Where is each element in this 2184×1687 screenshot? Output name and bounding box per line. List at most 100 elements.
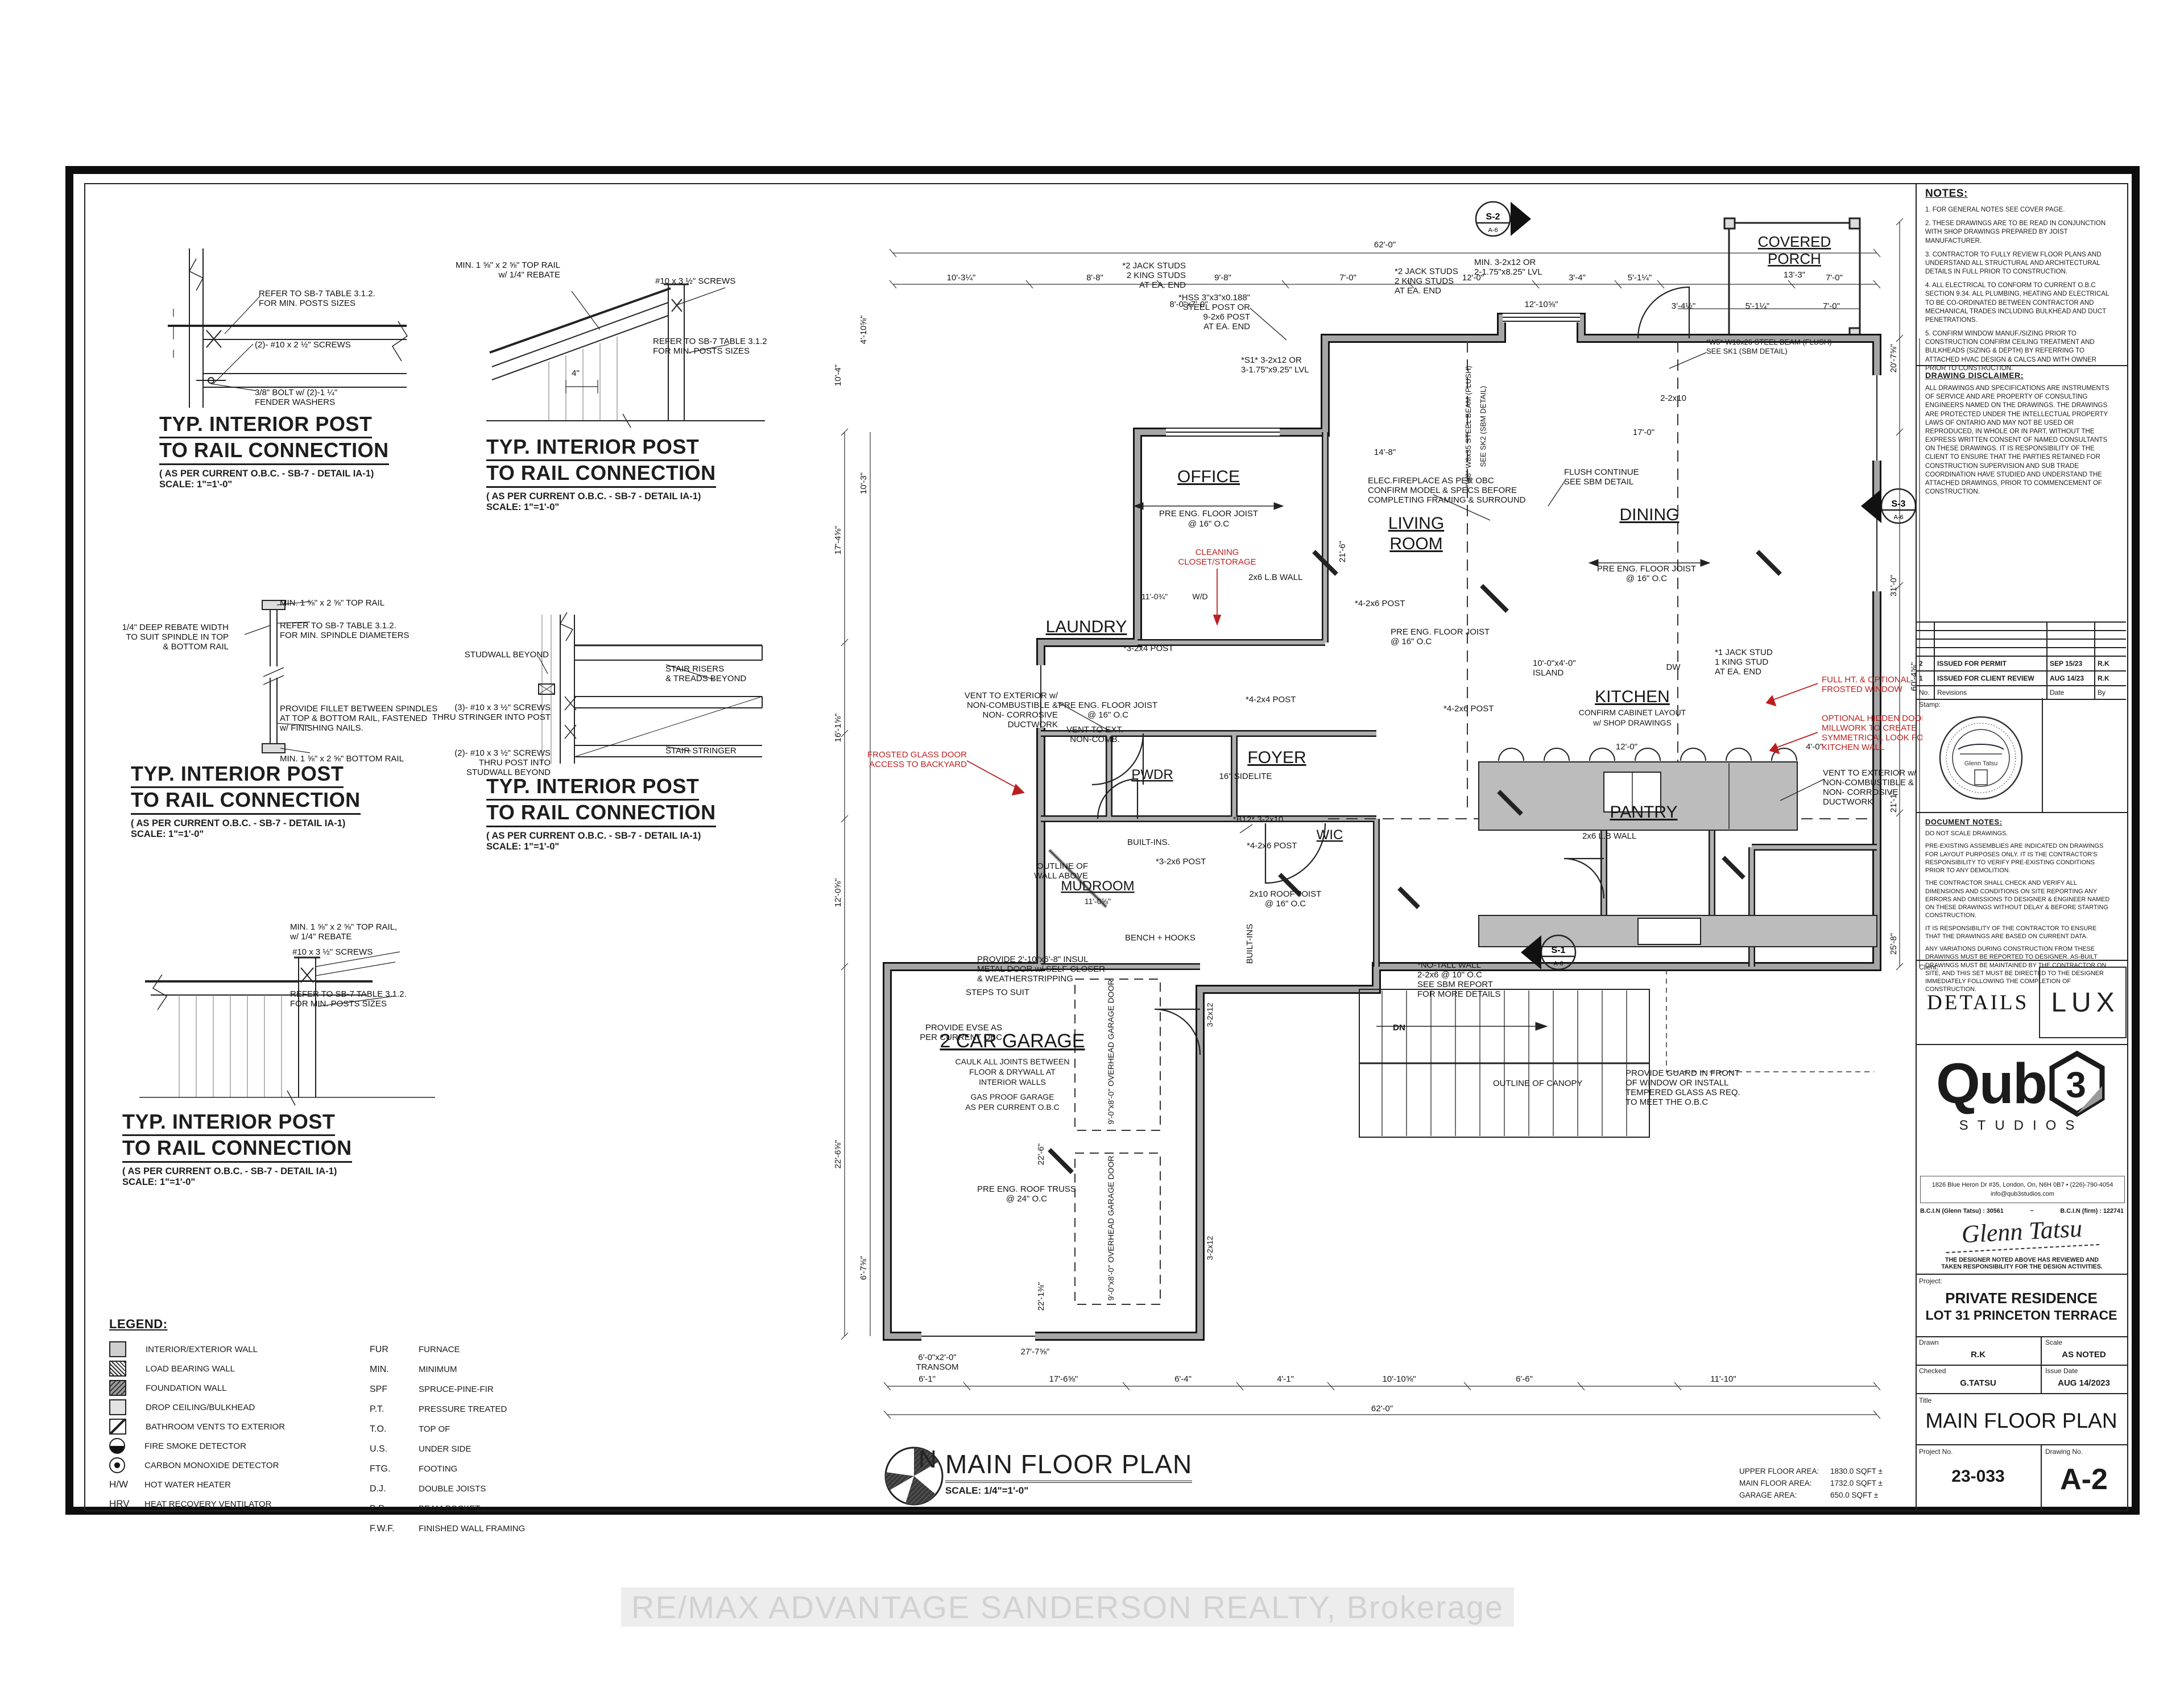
legend-item: FOUNDATION WALL (109, 1378, 285, 1398)
revision-cell: R.K (2094, 672, 2125, 685)
plan-annotation: *1 JACK STUD (1715, 648, 1773, 657)
floor-area-row: GARAGE AREA:650.0 SQFT ± (1739, 1490, 1883, 1502)
detail-3-title: TYP. INTERIOR POST TO RAIL CONNECTION ( … (131, 762, 361, 839)
detail-3-annotation: PROVIDE FILLET BETWEEN SPINDLES AT TOP &… (280, 704, 438, 733)
plan-annotation: 6'-0"x2'-0" (918, 1353, 956, 1362)
north-arrow-icon (884, 1446, 944, 1506)
plan-annotation: @ 16" O.C (1626, 574, 1667, 583)
document-notes-section: DOCUMENT NOTES: DO NOT SCALE DRAWINGS.PR… (1925, 818, 2113, 998)
note-item: 5. CONFIRM WINDOW MANUF./SIZING PRIOR TO… (1925, 330, 2096, 372)
abbreviation: T.O. (370, 1424, 387, 1434)
abbreviation: P.T. (370, 1404, 384, 1414)
plan-annotation: @ 16" O.C (1265, 899, 1306, 909)
plan-annotation: PROVIDE GUARD IN FRONT (1625, 1068, 1740, 1078)
abbreviation-label: FINISHED WALL FRAMING (419, 1524, 526, 1533)
plan-annotation: *W5* W10x26 STEEL BEAM (FLUSH) (1706, 338, 1832, 346)
room-label: 2 CAR GARAGE (940, 1030, 1085, 1052)
abbreviation: MIN. (370, 1364, 389, 1374)
disclaimer-section: DRAWING DISCLAIMER: ALL DRAWINGS AND SPE… (1925, 371, 2113, 496)
note-item: 1. FOR GENERAL NOTES SEE COVER PAGE. (1925, 206, 2065, 213)
plan-annotation: STEEL POST OR (1183, 302, 1251, 312)
note-item: 4. ALL ELECTRICAL TO CONFORM TO CURRENT … (1925, 282, 2109, 324)
checked-label: Checked (1919, 1367, 1946, 1375)
plan-annotation: 22'-1⅜" (1036, 1282, 1046, 1311)
plan-annotation: 2x10 ROOF JOIST (1250, 889, 1322, 899)
plan-annotation: 6'-1" (919, 1374, 936, 1384)
plan-annotation: PRE ENG. ROOF TRUSS (977, 1184, 1076, 1194)
plan-annotation: 20'-7⅝" (1889, 344, 1898, 373)
plan-annotation: 62'-0" (1374, 240, 1396, 250)
revision-cell (1934, 631, 2046, 639)
svg-text:Glenn Tatsu: Glenn Tatsu (1964, 760, 1998, 767)
plan-annotation: CAULK ALL JOINTS BETWEEN (956, 1057, 1070, 1066)
revision-row (1917, 648, 2126, 657)
revision-row (1917, 640, 2126, 648)
plan-annotation: *4-2x6 POST (1247, 841, 1297, 851)
plan-annotation: TRANSOM (916, 1362, 959, 1372)
firm-address: 1826 Blue Heron Dr #35, London, On, N6H … (1920, 1176, 2125, 1203)
plan-annotation: PROVIDE 2'-10"x6'-8" INSUL (977, 955, 1089, 964)
plan-annotation: w/ SHOP DRAWINGS (1592, 718, 1672, 727)
plan-annotation: METAL DOOR w/ SELF-CLOSER (977, 964, 1105, 974)
designer-note: THE DESIGNER NOTED ABOVE HAS REVIEWED AN… (1941, 1257, 2103, 1270)
legend-abbreviation: MIN.MINIMUM (370, 1359, 525, 1379)
legend-item-label: BATHROOM VENTS TO EXTERIOR (146, 1421, 286, 1432)
plan-annotation: 3-2x12 (1205, 1236, 1214, 1260)
room-label: LAUNDRY (1046, 617, 1127, 636)
revision-cell: Date (2046, 686, 2094, 699)
revision-cell: SEP 15/23 (2046, 657, 2094, 670)
revision-cell: R.K (2094, 657, 2125, 670)
svg-text:3: 3 (2066, 1064, 2086, 1105)
revision-cell (2046, 640, 2094, 647)
plan-annotation: DUCTWORK (1008, 720, 1058, 729)
plan-annotation: *NO-TALL WALL (1417, 960, 1481, 970)
plan-annotation: PRE ENG. FLOOR JOIST (1159, 509, 1258, 519)
plan-annotation: 3'-4" (1569, 273, 1586, 283)
plan-annotation: 12'-0" (1616, 742, 1637, 752)
note-item: 2. THESE DRAWINGS ARE TO BE READ IN CONJ… (1925, 220, 2106, 244)
drawing-no-value: A-2 (2060, 1463, 2108, 1496)
plan-annotation: 10'-10⅝" (1382, 1374, 1416, 1384)
plan-annotation: *2 JACK STUDS (1122, 261, 1186, 271)
plan-annotation: 14'-8" (1374, 447, 1396, 457)
plan-annotation: 11'-0⅝" (1085, 897, 1111, 906)
plan-annotation: VENT TO EXTERIOR w/ (965, 691, 1058, 701)
drawing-no-label: Drawing No. (2045, 1448, 2083, 1456)
abbreviation: D.J. (370, 1483, 386, 1494)
plan-annotation: SEE SBM DETAIL (1564, 477, 1633, 487)
issue-date-value: AUG 14/2023 (2058, 1378, 2110, 1388)
plan-annotation: 31'-0" (1889, 575, 1898, 596)
firm-logo-studios: STUDIOS (1959, 1118, 2084, 1133)
smoke-icon (109, 1438, 125, 1454)
red-leaders (966, 569, 1818, 796)
firm-logo-block: Qub 3 STUDIOS (1916, 1051, 2127, 1134)
floor-area-row: MAIN FLOOR AREA:1732.0 SQFT ± (1739, 1478, 1883, 1490)
realty-watermark: RE/MAX ADVANTAGE SANDERSON REALTY, Broke… (621, 1587, 1515, 1627)
plan-annotation: DW (1666, 662, 1681, 672)
plan-annotation: *4-2x6 POST (1355, 599, 1405, 608)
revision-cell: AUG 14/23 (2046, 672, 2094, 685)
plan-annotation: DN (1393, 1023, 1405, 1033)
plan-annotation: PER CURRENT OBC (920, 1033, 1002, 1042)
floor-area-text: 650.0 SQFT ± (1830, 1490, 1879, 1499)
marker-s2: S-2 (1486, 212, 1500, 222)
plan-annotation: FROSTED GLASS DOOR (867, 750, 967, 760)
stairs (1359, 989, 1650, 1138)
plan-annotation: TEMPERED GLASS AS REQ. (1625, 1088, 1740, 1097)
plan-annotation: 3'-4½" (1672, 301, 1695, 311)
plan-annotation: FLOOR & DRYWALL AT (969, 1067, 1056, 1076)
revision-cell: ISSUED FOR CLIENT REVIEW (1934, 672, 2046, 685)
plan-annotation: STEPS TO SUIT (966, 988, 1029, 997)
disclaimer-heading: DRAWING DISCLAIMER: (1925, 371, 2024, 380)
plan-annotation: OUTLINE OF CANOPY (1493, 1079, 1583, 1088)
wall-int-icon (109, 1341, 126, 1357)
abbreviation-label: FOOTING (419, 1464, 458, 1474)
plan-annotation: 6'-4" (1174, 1374, 1192, 1384)
abbreviation: SPF (370, 1384, 388, 1394)
detail-4-annotation: STAIR STRINGER (665, 746, 737, 756)
detail-2-sketch (486, 283, 765, 428)
